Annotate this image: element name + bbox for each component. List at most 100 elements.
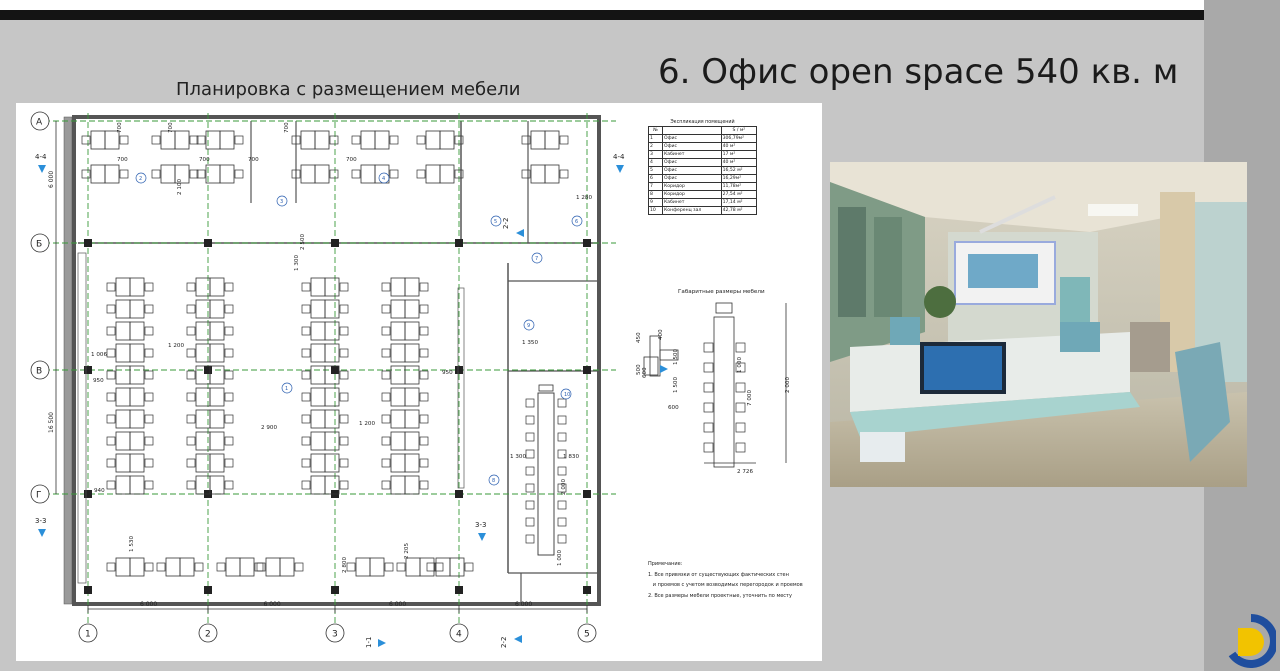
chair bbox=[419, 458, 429, 468]
desk bbox=[530, 130, 546, 150]
room-area-cell: 11,78м² bbox=[720, 182, 758, 191]
desk bbox=[129, 557, 145, 577]
chair bbox=[389, 135, 399, 145]
section-marker-triangle bbox=[660, 365, 668, 373]
conference-chair bbox=[557, 500, 567, 510]
sketch-chair bbox=[735, 402, 746, 413]
conference-table bbox=[537, 384, 555, 556]
row-axis-bubble bbox=[30, 111, 50, 131]
chair bbox=[416, 135, 426, 145]
desk bbox=[165, 557, 181, 577]
chair bbox=[254, 562, 264, 572]
desk bbox=[425, 130, 441, 150]
desk bbox=[174, 164, 190, 184]
chair bbox=[329, 169, 339, 179]
section-marker-triangle bbox=[516, 229, 524, 237]
chair bbox=[464, 562, 474, 572]
section-label: 3-3 bbox=[35, 517, 46, 525]
room-area-cell: 17 м² bbox=[720, 150, 758, 159]
dimension-label: 700 bbox=[284, 122, 290, 133]
chair bbox=[291, 135, 301, 145]
chair bbox=[419, 436, 429, 446]
workstations bbox=[81, 130, 569, 577]
chair bbox=[301, 436, 311, 446]
section-marker-triangle bbox=[38, 529, 46, 537]
chair bbox=[381, 304, 391, 314]
desk bbox=[310, 299, 326, 319]
dimension-label: 1 200 bbox=[359, 421, 375, 427]
chair bbox=[151, 169, 161, 179]
desk bbox=[209, 299, 225, 319]
desk bbox=[179, 557, 195, 577]
room-number-cell: 6 bbox=[648, 174, 663, 183]
chair bbox=[416, 169, 426, 179]
sketch-chair bbox=[735, 422, 746, 433]
desk bbox=[390, 475, 406, 495]
chair bbox=[234, 135, 244, 145]
conference-chair bbox=[557, 449, 567, 459]
chair bbox=[144, 480, 154, 490]
row-axis-bubble bbox=[30, 360, 50, 380]
desk bbox=[439, 164, 455, 184]
chair bbox=[196, 135, 206, 145]
conference-chair bbox=[525, 517, 535, 527]
room-number-cell: 3 bbox=[648, 150, 663, 159]
room-number-label: 4 bbox=[382, 176, 385, 182]
chair bbox=[301, 326, 311, 336]
conference-chair bbox=[525, 500, 535, 510]
explication-header-number: № bbox=[648, 126, 663, 135]
dimension-label: 2 500 bbox=[300, 234, 306, 250]
chair bbox=[339, 480, 349, 490]
chair bbox=[224, 414, 234, 424]
chair bbox=[224, 458, 234, 468]
section-marker-triangle bbox=[478, 533, 486, 541]
dimension-label: 1 350 bbox=[522, 340, 538, 346]
desk bbox=[209, 409, 225, 429]
desk bbox=[209, 453, 225, 473]
desk bbox=[404, 343, 420, 363]
col-axis-bubble bbox=[325, 623, 345, 643]
desk bbox=[209, 277, 225, 297]
chair bbox=[224, 480, 234, 490]
chair bbox=[301, 480, 311, 490]
dimension-label: 2 205 bbox=[404, 543, 410, 559]
desk bbox=[115, 299, 131, 319]
sketch-chair bbox=[735, 382, 746, 393]
chair bbox=[106, 562, 116, 572]
desk bbox=[324, 365, 340, 385]
chair bbox=[381, 370, 391, 380]
desk bbox=[544, 164, 560, 184]
chair bbox=[224, 282, 234, 292]
furniture-title: Габаритные размеры мебели bbox=[678, 289, 765, 295]
chair bbox=[224, 304, 234, 314]
desk bbox=[104, 130, 120, 150]
chair bbox=[559, 135, 569, 145]
office-interior-photo bbox=[830, 162, 1247, 487]
room-name-cell: Офис bbox=[662, 134, 722, 143]
desk bbox=[324, 299, 340, 319]
furniture-dim-label: 400 bbox=[658, 329, 664, 340]
room-number-cell: 7 bbox=[648, 182, 663, 191]
chair bbox=[381, 392, 391, 402]
room-area-cell: 16,52 м² bbox=[720, 166, 758, 175]
chair bbox=[106, 458, 116, 468]
desk bbox=[300, 130, 316, 150]
notes-title: Примечание: bbox=[648, 561, 683, 567]
chair bbox=[106, 326, 116, 336]
dimension-label: 1 530 bbox=[129, 536, 135, 552]
desk bbox=[115, 431, 131, 451]
desk bbox=[209, 343, 225, 363]
chair bbox=[389, 169, 399, 179]
chair bbox=[194, 562, 204, 572]
desk bbox=[239, 557, 255, 577]
desk bbox=[404, 299, 420, 319]
room-area-cell: 27,54 м² bbox=[720, 190, 758, 199]
desk bbox=[115, 277, 131, 297]
furniture-dim-label: 600 bbox=[668, 405, 679, 411]
